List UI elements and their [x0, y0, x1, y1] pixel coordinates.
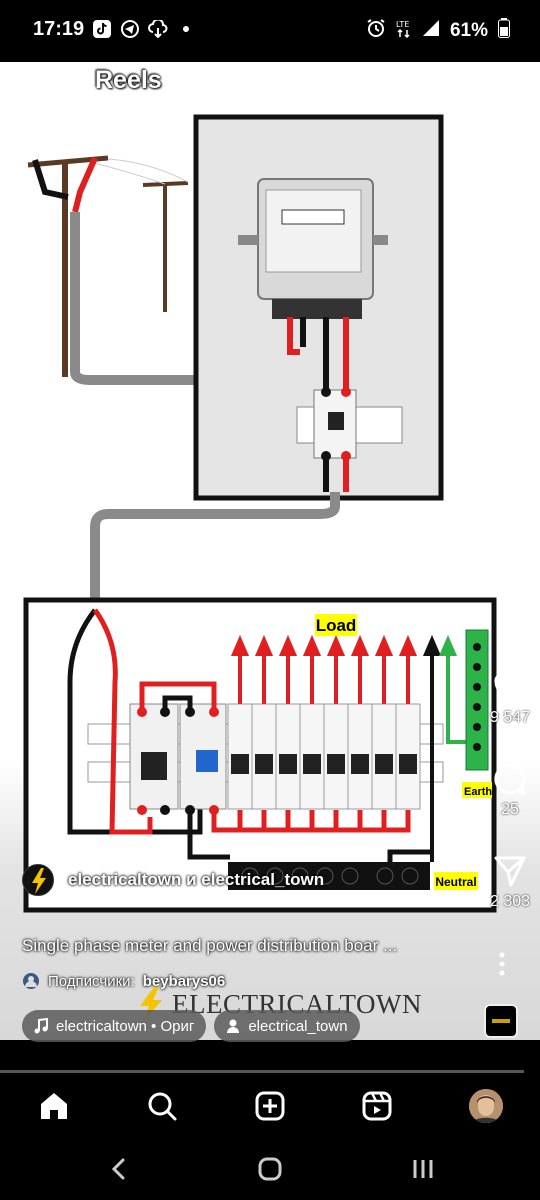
- audio-chip[interactable]: electricaltown • Ориг: [22, 1010, 207, 1042]
- status-notification-icons: [92, 19, 196, 39]
- audio-thumbnail[interactable]: [484, 1004, 518, 1038]
- home-circle-icon: [258, 1157, 282, 1181]
- nav-home[interactable]: [37, 1089, 71, 1123]
- lightning-icon: [140, 987, 162, 1021]
- neutral-arrow: [422, 634, 442, 862]
- share-count: 2 303: [489, 893, 531, 910]
- nav-reels[interactable]: [360, 1089, 394, 1123]
- load-arrows: [230, 634, 418, 704]
- author-name[interactable]: electricaltown и electrical_town: [68, 870, 325, 889]
- signal-icon: [422, 19, 440, 42]
- tiktok-icon: [92, 19, 112, 39]
- heart-icon: [494, 672, 526, 703]
- follower-avatar-icon: [23, 973, 39, 989]
- author-row[interactable]: electricaltown и electrical_town: [22, 864, 324, 896]
- collab-label: electrical_town: [248, 1017, 348, 1035]
- arrow-left-icon: [23, 69, 54, 95]
- search-icon: [148, 1092, 177, 1121]
- battery-icon: [498, 18, 510, 43]
- lte-icon: LTE: [396, 18, 412, 43]
- alarm-icon: [366, 18, 386, 43]
- system-home-button[interactable]: [255, 1154, 285, 1184]
- subscribers-row[interactable]: Подписчики: beybarys06: [22, 972, 225, 990]
- comment-button[interactable]: 25: [480, 762, 540, 819]
- back-button[interactable]: [22, 68, 54, 96]
- chevron-left-icon: [111, 1158, 125, 1180]
- recents-icon: [413, 1160, 433, 1178]
- utility-poles: [27, 155, 189, 377]
- feeder-cable: [90, 492, 340, 607]
- reels-icon: [362, 1091, 392, 1121]
- subscriber-name[interactable]: beybarys06: [142, 972, 226, 990]
- status-bar: 17:19 LTE 61%: [0, 0, 540, 62]
- reels-header: Reels: [0, 62, 540, 102]
- audio-label: electricaltown • Ориг: [56, 1017, 195, 1035]
- mcb-row: [227, 703, 421, 810]
- nav-profile[interactable]: [469, 1089, 503, 1123]
- earth-label: Earth: [464, 786, 492, 798]
- nav-search[interactable]: [145, 1089, 179, 1123]
- svg-text:LTE: LTE: [396, 20, 409, 29]
- page-title: Reels: [95, 66, 162, 94]
- person-icon: [227, 1019, 240, 1033]
- neutral-label: Neutral: [435, 875, 476, 889]
- system-nav-bar: [0, 1136, 540, 1200]
- subscribers-prefix: Подписчики:: [48, 972, 135, 990]
- like-button[interactable]: 9 547: [480, 672, 540, 727]
- comment-count: 25: [501, 801, 519, 818]
- send-icon: [494, 856, 526, 887]
- camera-button[interactable]: [482, 64, 518, 98]
- chip-row: electricaltown • Ориг electrical_town: [22, 1010, 360, 1042]
- comment-icon: [494, 763, 527, 796]
- system-back-button[interactable]: [104, 1154, 134, 1184]
- collab-chip[interactable]: electrical_town: [214, 1010, 360, 1042]
- share-button[interactable]: 2 303: [480, 854, 540, 911]
- profile-photo-icon: [469, 1089, 503, 1123]
- camera-icon: [482, 68, 518, 97]
- home-icon: [41, 1093, 67, 1119]
- status-system-icons: LTE 61%: [366, 18, 510, 43]
- download-icon: [148, 19, 168, 39]
- bottom-nav: [0, 1075, 540, 1135]
- like-count: 9 547: [489, 709, 531, 726]
- battery-percent: 61%: [449, 19, 488, 41]
- post-caption[interactable]: Single phase meter and power distributio…: [22, 936, 398, 955]
- load-label: Load: [316, 616, 357, 635]
- energy-meter: [238, 178, 388, 319]
- dot-icon: [176, 19, 196, 39]
- profile-avatar: [469, 1089, 503, 1123]
- telegram-icon: [120, 19, 140, 39]
- wiring-diagram: Load Neutral Earth: [23, 114, 497, 913]
- music-note-icon: [34, 1018, 48, 1034]
- earth-bar: [465, 629, 489, 771]
- nav-create[interactable]: [253, 1089, 287, 1123]
- author-avatar[interactable]: [22, 864, 54, 896]
- more-options-button[interactable]: [494, 950, 510, 978]
- lightning-logo-icon: [32, 868, 46, 894]
- status-time: 17:19: [33, 18, 85, 40]
- system-recents-button[interactable]: [408, 1154, 438, 1184]
- earth-arrow: [438, 634, 470, 744]
- more-vertical-icon: [499, 952, 505, 976]
- video-progress-bar[interactable]: [0, 1070, 524, 1073]
- audio-logo-icon: [492, 1019, 510, 1023]
- plus-square-icon: [255, 1091, 285, 1121]
